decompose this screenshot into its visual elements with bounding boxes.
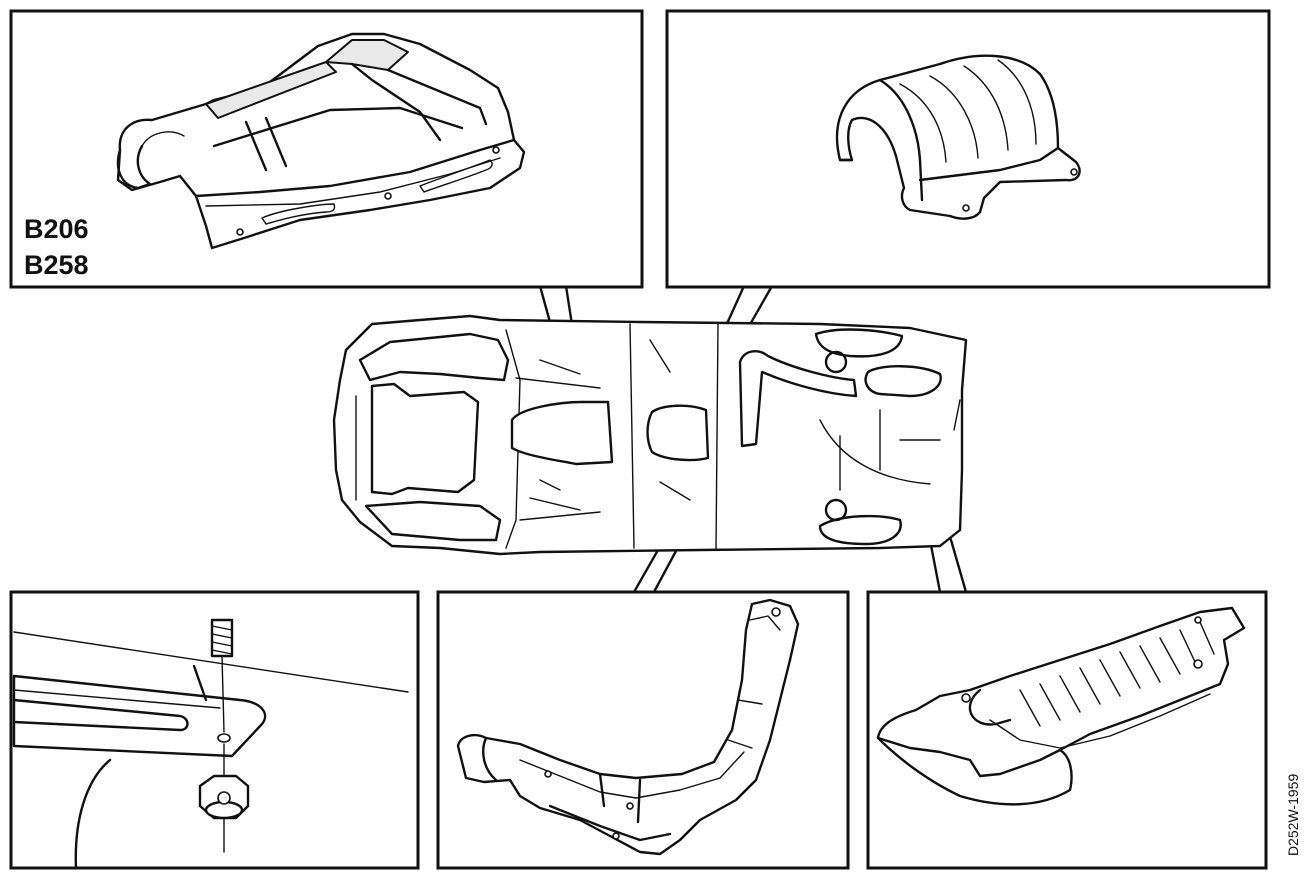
stud-and-flange-nut-icon bbox=[12, 618, 409, 870]
variant-label-2: B258 bbox=[24, 250, 89, 280]
variant-label-1: B206 bbox=[24, 214, 89, 244]
front-heat-shield-icon bbox=[116, 32, 526, 250]
panel-stud-nut-detail bbox=[9, 590, 420, 870]
tunnel-heat-shield-icon bbox=[835, 54, 1081, 220]
curved-rear-heat-shield-icon bbox=[456, 598, 800, 856]
panel-tunnel-shield bbox=[665, 9, 1271, 289]
vehicle-underbody-plan-icon bbox=[332, 314, 968, 556]
panel-front-shield: B206 B258 bbox=[9, 9, 644, 289]
panel-curved-shield bbox=[436, 590, 850, 870]
figure-code: D252W-1959 bbox=[1285, 774, 1301, 856]
ribbed-muffler-heat-shield-icon bbox=[876, 606, 1246, 806]
panel-muffler-shield bbox=[866, 590, 1268, 870]
